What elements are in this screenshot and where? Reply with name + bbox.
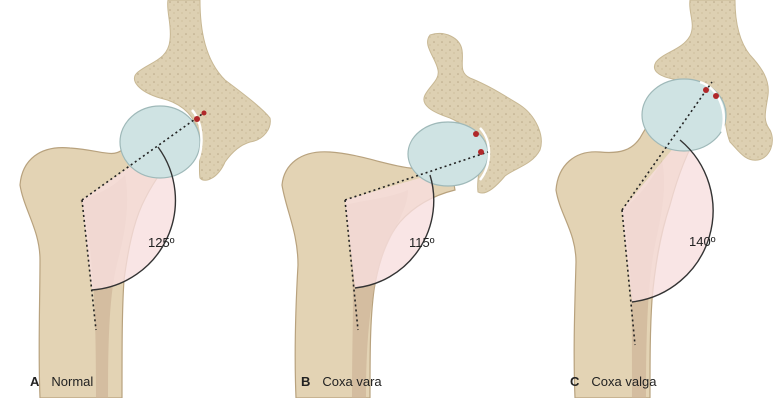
panel-c-label: Coxa valga: [591, 374, 656, 389]
panel-c-angle-label: 140º: [689, 234, 716, 249]
panel-a-marker: [194, 116, 200, 122]
panel-b-letter: B: [301, 374, 310, 389]
panel-b-label: Coxa vara: [322, 374, 381, 389]
panel-a-femoral-head: [120, 106, 200, 178]
panel-a-letter: A: [30, 374, 39, 389]
panel-b-angle-label: 115º: [409, 235, 435, 250]
panel-c-marker: [703, 87, 709, 93]
panel-b-marker: [473, 131, 479, 137]
panel-b-marker: [478, 149, 484, 155]
panel-a-caption: A Normal: [30, 374, 93, 389]
panel-b-illustration: 115º: [282, 33, 541, 398]
panel-a-illustration: 125º: [20, 0, 270, 398]
panel-a-angle-label: 125º: [148, 235, 175, 250]
panel-b-caption: B Coxa vara: [301, 374, 382, 389]
panel-c-caption: C Coxa valga: [570, 374, 656, 389]
panel-c-marker: [713, 93, 719, 99]
panel-a-marker: [202, 111, 207, 116]
panel-c-letter: C: [570, 374, 579, 389]
panel-a-label: Normal: [51, 374, 93, 389]
panel-c-illustration: 140º: [556, 0, 772, 398]
